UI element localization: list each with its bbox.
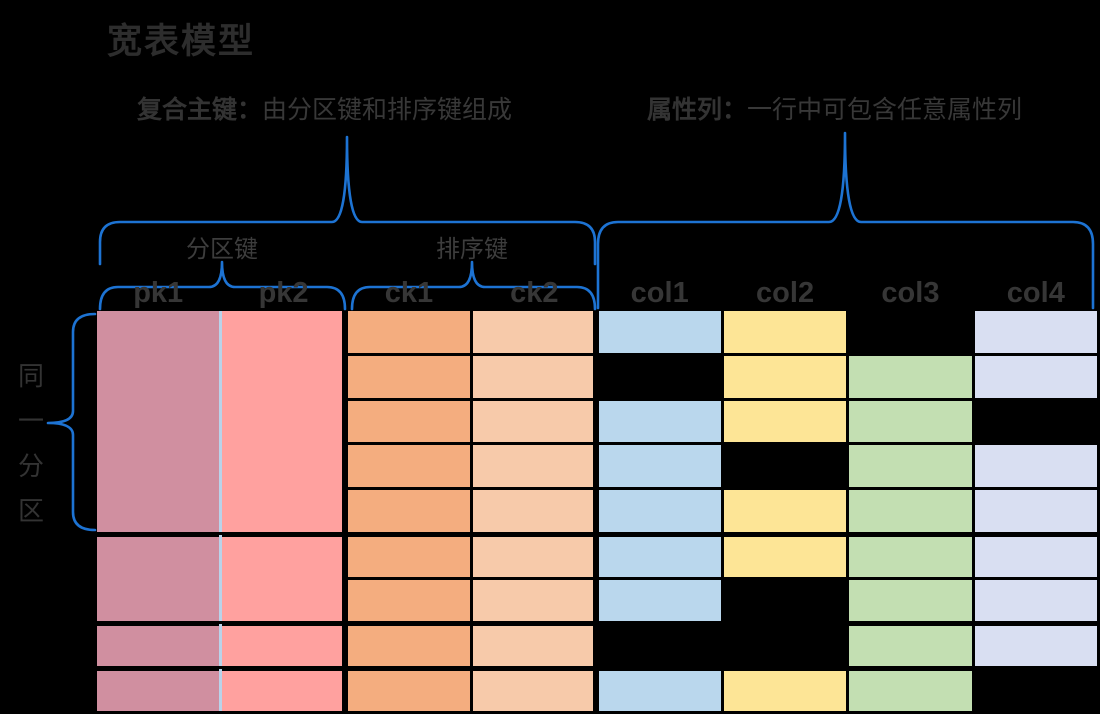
cell-pk2 bbox=[222, 669, 345, 711]
cell-col3 bbox=[849, 669, 972, 711]
cell-col2 bbox=[723, 669, 847, 711]
cell-pk1 bbox=[97, 669, 220, 711]
column-header-col1: col1 bbox=[630, 277, 689, 309]
column-header-col2: col2 bbox=[756, 277, 815, 309]
cell-ck2 bbox=[473, 579, 596, 622]
label-same-partition-char: 分 bbox=[17, 451, 44, 481]
label-partition-key: 分区键 bbox=[186, 236, 258, 263]
cell-ck1 bbox=[347, 311, 471, 353]
annotation-attribute-columns-term: 属性列： bbox=[647, 96, 748, 124]
cell-col3 bbox=[849, 624, 972, 667]
cell-pk2 bbox=[222, 624, 345, 667]
column-header-ck2: ck2 bbox=[510, 277, 559, 309]
cell-ck1 bbox=[347, 669, 471, 711]
label-same-partition: 同一分区 bbox=[14, 356, 48, 528]
cell-col4 bbox=[974, 355, 1097, 398]
cell-col4 bbox=[974, 624, 1097, 667]
cell-pk1 bbox=[97, 534, 220, 622]
cell-ck1 bbox=[347, 534, 471, 577]
annotation-composite-key-desc: 由分区键和排序键组成 bbox=[262, 96, 513, 124]
cell-ck2 bbox=[473, 669, 596, 711]
brace-same-partition bbox=[46, 312, 97, 532]
cell-col4 bbox=[974, 311, 1097, 353]
cell-col3 bbox=[849, 445, 972, 488]
annotation-composite-key: 复合主键：由分区键和排序键组成 bbox=[137, 90, 512, 126]
cell-ck1 bbox=[347, 445, 471, 488]
cell-col3 bbox=[849, 579, 972, 622]
page-title: 宽表模型 bbox=[107, 22, 256, 61]
cell-ck1 bbox=[347, 400, 471, 443]
cell-pk1 bbox=[97, 311, 220, 532]
cell-pk2 bbox=[222, 311, 345, 532]
cell-col1 bbox=[598, 445, 721, 488]
cell-ck2 bbox=[473, 624, 596, 667]
cell-col2 bbox=[723, 400, 847, 443]
cell-pk1 bbox=[97, 624, 220, 667]
cell-col2 bbox=[723, 311, 847, 353]
cell-col4 bbox=[974, 534, 1097, 577]
cell-ck2 bbox=[473, 400, 596, 443]
cell-col1 bbox=[598, 534, 721, 577]
table-header-row: pk1 pk2 ck1 ck2 col1 col2 col3 col4 bbox=[97, 274, 1097, 310]
label-same-partition-char: 一 bbox=[17, 406, 44, 436]
cell-col1 bbox=[598, 669, 721, 711]
column-header-pk2: pk2 bbox=[258, 277, 309, 309]
label-same-partition-char: 区 bbox=[17, 496, 44, 526]
brace-composite-key bbox=[98, 135, 597, 266]
cell-ck2 bbox=[473, 311, 596, 353]
cell-col3 bbox=[849, 355, 972, 398]
cell-col1 bbox=[598, 311, 721, 353]
cell-ck1 bbox=[347, 624, 471, 667]
cell-col1 bbox=[598, 400, 721, 443]
cell-col4 bbox=[974, 445, 1097, 488]
column-header-col4: col4 bbox=[1006, 277, 1065, 309]
column-header-ck1: ck1 bbox=[384, 277, 434, 309]
cell-ck1 bbox=[347, 490, 471, 532]
annotation-composite-key-term: 复合主键： bbox=[137, 96, 263, 124]
annotation-attribute-columns-desc: 一行中可包含任意属性列 bbox=[747, 96, 1023, 124]
cell-col1 bbox=[598, 579, 721, 622]
cell-col2 bbox=[723, 534, 847, 577]
table-grid bbox=[97, 311, 1097, 711]
column-header-pk1: pk1 bbox=[133, 277, 184, 309]
cell-col3 bbox=[849, 534, 972, 577]
cell-col3 bbox=[849, 490, 972, 532]
label-sort-key: 排序键 bbox=[436, 236, 508, 263]
cell-col1 bbox=[598, 490, 721, 532]
cell-ck1 bbox=[347, 355, 471, 398]
cell-col4 bbox=[974, 579, 1097, 622]
annotation-attribute-columns: 属性列：一行中可包含任意属性列 bbox=[647, 90, 1022, 126]
cell-ck2 bbox=[473, 355, 596, 398]
cell-col3 bbox=[849, 400, 972, 443]
cell-ck2 bbox=[473, 445, 596, 488]
cell-ck2 bbox=[473, 534, 596, 577]
cell-col4 bbox=[974, 490, 1097, 532]
column-header-col3: col3 bbox=[881, 277, 940, 309]
cell-ck1 bbox=[347, 579, 471, 622]
cell-ck2 bbox=[473, 490, 596, 532]
cell-pk2 bbox=[222, 534, 345, 622]
label-same-partition-char: 同 bbox=[17, 361, 44, 391]
cell-col2 bbox=[723, 355, 847, 398]
cell-col2 bbox=[723, 490, 847, 532]
